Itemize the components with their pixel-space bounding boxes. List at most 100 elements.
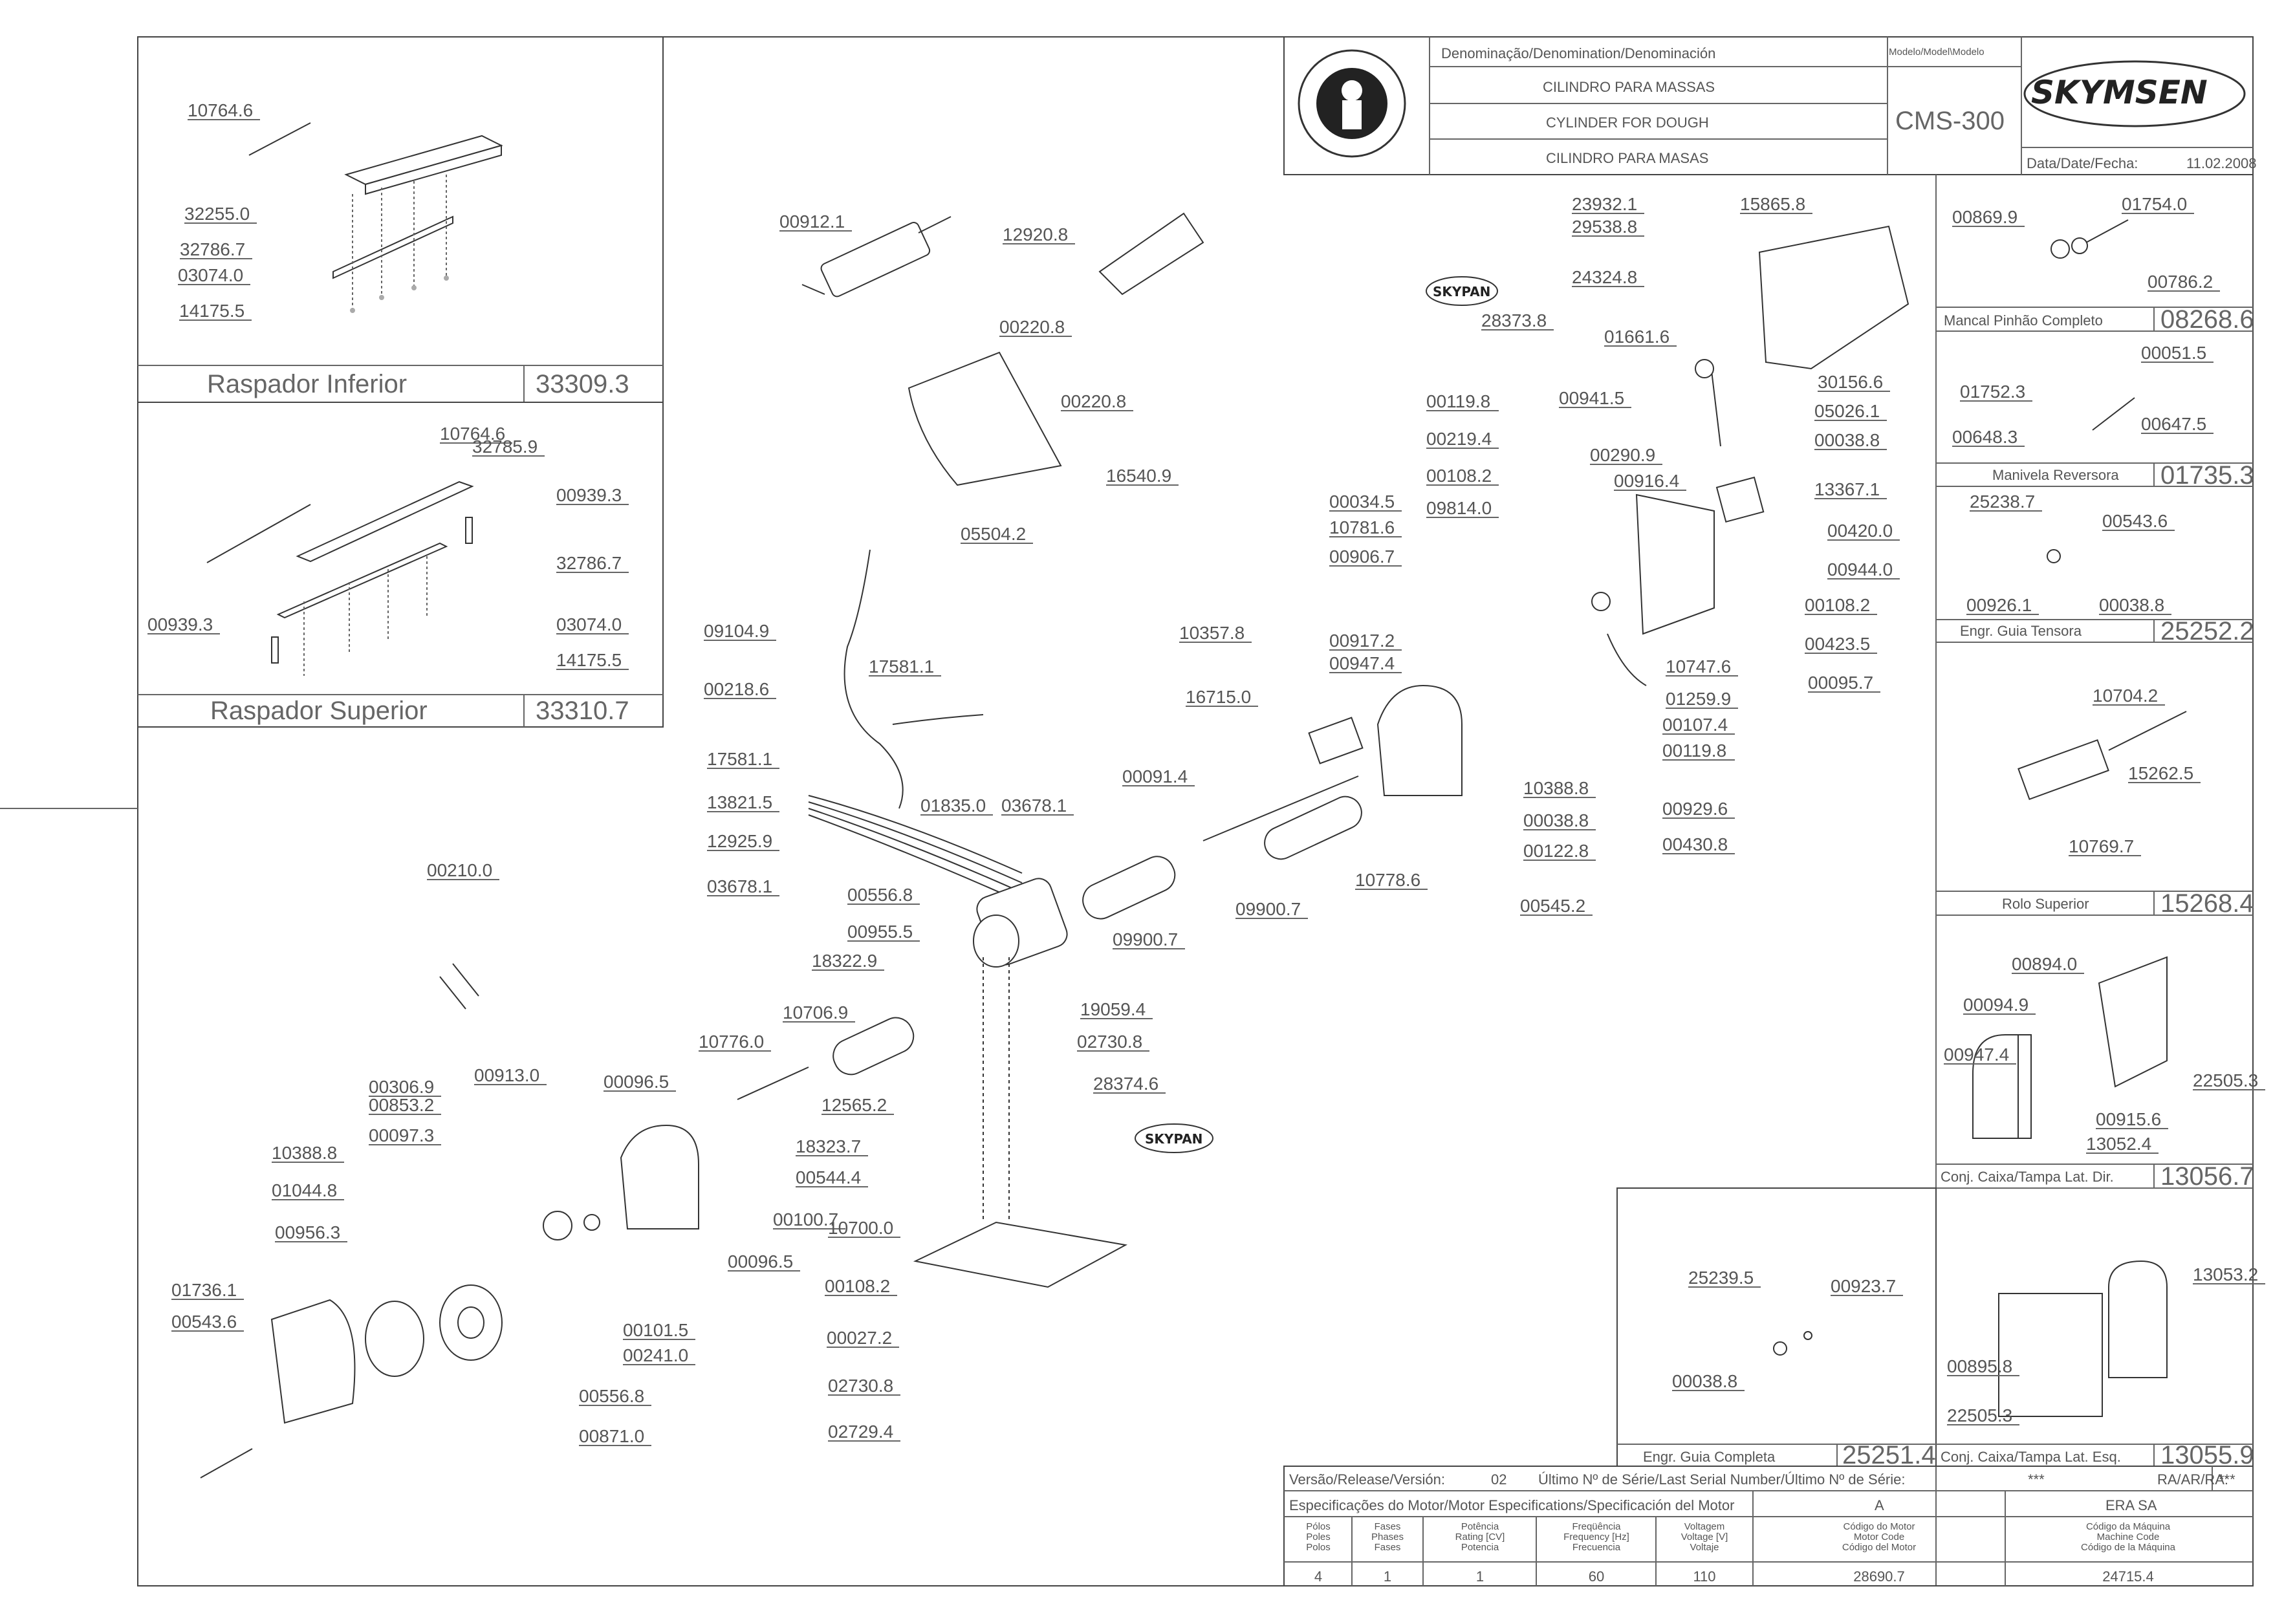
part-number-label: 00096.5 (604, 1072, 669, 1092)
part-number-label: 10706.9 (783, 1002, 848, 1023)
part-number-label: 00122.8 (1523, 841, 1589, 861)
spec-header: Polos (1306, 1542, 1331, 1553)
part-number-label: 10388.8 (1523, 778, 1589, 798)
part-number-label: 00915.6 (2096, 1109, 2161, 1129)
part-number-label: 00929.6 (1662, 799, 1728, 819)
part-number-label: 00108.2 (1805, 595, 1870, 615)
skypan-badge-text: SKYPAN (1433, 284, 1490, 299)
part-number-label: 23932.1 (1572, 194, 1637, 214)
part-number-label: 00647.5 (2141, 414, 2206, 434)
part-number-label: 00430.8 (1662, 834, 1728, 854)
part-number-label: 00944.0 (1827, 559, 1893, 579)
part-number-label: 17581.1 (869, 656, 934, 677)
part-number-label: 25239.5 (1688, 1268, 1754, 1288)
spec-header: Código do Motor (1844, 1521, 1915, 1532)
part-number-label: 00095.7 (1808, 673, 1873, 693)
serial-label: Último Nº de Série/Last Serial Number/Úl… (1538, 1471, 1906, 1488)
part-number-label: 00786.2 (2148, 272, 2213, 292)
name-es: CILINDRO PARA MASAS (1546, 150, 1708, 166)
raspador-inferior-panel: Raspador Inferior 33309.3 (137, 36, 664, 403)
part-number-label: 16540.9 (1106, 466, 1171, 486)
skypan-badge: SKYPAN (1135, 1123, 1213, 1153)
part-number-label: 05504.2 (961, 524, 1026, 544)
spec-value: 1 (1476, 1568, 1484, 1585)
ra-value: *** (2219, 1471, 2235, 1488)
part-number-label: 00420.0 (1827, 521, 1893, 541)
denomination-label: Denominação/Denomination/Denominación (1441, 45, 1715, 61)
part-number-label: 01259.9 (1666, 689, 1731, 709)
part-number-label: 00545.2 (1520, 896, 1585, 916)
part-number-label: 00894.0 (2012, 954, 2077, 974)
subassembly-name: Engr. Guia Completa (1643, 1449, 1776, 1465)
part-number-label: 00939.3 (147, 614, 213, 634)
brand-logo: SKYMSEN (2031, 74, 2208, 111)
serial-value: *** (2028, 1471, 2045, 1488)
part-number-label: 25238.7 (1970, 492, 2035, 512)
part-number-label: 00906.7 (1329, 547, 1395, 567)
part-number-label: 00869.9 (1952, 207, 2018, 227)
raspador-superior-panel: Raspador Superior 33310.7 (137, 402, 664, 728)
spec-value: 24715.4 (2102, 1568, 2154, 1585)
part-number-label: 00119.8 (1662, 741, 1726, 761)
footer-table: Versão/Release/Versión: 02 Último Nº de … (1283, 1466, 2254, 1586)
part-number-label: 32786.7 (556, 553, 622, 573)
part-number-label: 12925.9 (707, 831, 772, 851)
spec-value: 110 (1693, 1568, 1715, 1585)
part-number-label: 00290.9 (1590, 445, 1655, 465)
part-number-label: 14175.5 (179, 301, 245, 321)
part-number-label: 00038.8 (1523, 810, 1589, 830)
motor-letter: A (1875, 1497, 1884, 1513)
spec-header: Frecuencia (1572, 1542, 1621, 1553)
spec-value: 1 (1384, 1568, 1391, 1585)
part-number-label: 22505.3 (2193, 1070, 2258, 1090)
part-number-label: 00051.5 (2141, 343, 2206, 363)
part-number-label: 03678.1 (707, 876, 772, 896)
part-number-label: 09104.9 (704, 621, 769, 641)
part-number-label: 00306.9 (369, 1077, 434, 1097)
spec-header: Código da Máquina (2086, 1521, 2171, 1532)
skypan-badge: SKYPAN (1426, 276, 1498, 306)
spec-header: Rating [CV] (1455, 1532, 1505, 1543)
part-number-label: 00853.2 (369, 1095, 434, 1115)
part-number-label: 10764.6 (188, 100, 253, 120)
part-number-label: 05026.1 (1814, 401, 1880, 421)
part-number-label: 00917.2 (1329, 631, 1395, 651)
part-number-label: 00220.8 (999, 317, 1065, 337)
part-number-label: 00543.6 (2102, 511, 2168, 531)
model-label: Modelo/Model\Modelo (1889, 47, 1985, 58)
part-number-label: 15865.8 (1740, 194, 1805, 214)
spec-header: Frequency [Hz] (1563, 1532, 1629, 1543)
part-number-label: 00108.2 (1426, 466, 1492, 486)
date-value: 11.02.2008 (2186, 155, 2256, 171)
part-number-label: 18323.7 (796, 1136, 861, 1156)
spec-header: Voltage [V] (1681, 1532, 1728, 1543)
part-number-label: 00100.7 (773, 1209, 838, 1229)
spec-header: Poles (1306, 1532, 1331, 1543)
part-number-label: 02730.8 (828, 1376, 893, 1396)
part-number-label: 10700.0 (828, 1218, 893, 1238)
part-number-label: 12565.2 (821, 1095, 887, 1115)
part-number-label: 16715.0 (1186, 687, 1251, 707)
spec-header: Voltagem (1684, 1521, 1725, 1532)
spec-header: Potência (1461, 1521, 1499, 1532)
part-number-label: 10704.2 (2093, 686, 2158, 706)
spec-value: 28690.7 (1853, 1568, 1905, 1585)
part-number-label: 00097.3 (369, 1125, 434, 1145)
part-number-label: 00091.4 (1122, 766, 1188, 786)
part-number-label: 00923.7 (1831, 1276, 1896, 1296)
part-number-label: 10747.6 (1666, 656, 1731, 677)
subassembly-code: 25251.4 (1842, 1441, 1936, 1469)
spec-header: Fases (1375, 1542, 1401, 1553)
part-number-label: 10769.7 (2069, 836, 2134, 856)
name-en: CYLINDER FOR DOUGH (1546, 114, 1709, 131)
part-number-label: 01752.3 (1960, 382, 2025, 402)
motor-spec-label: Especificações do Motor/Motor Especifica… (1289, 1497, 1734, 1513)
part-number-label: 28373.8 (1481, 310, 1547, 330)
part-number-label: 00912.1 (779, 211, 845, 232)
spec-header: Machine Code (2097, 1532, 2160, 1543)
part-number-label: 00220.8 (1061, 391, 1126, 411)
part-number-label: 00947.4 (1944, 1045, 2009, 1065)
part-number-label: 00556.8 (847, 885, 913, 905)
version-value: 02 (1491, 1471, 1506, 1488)
